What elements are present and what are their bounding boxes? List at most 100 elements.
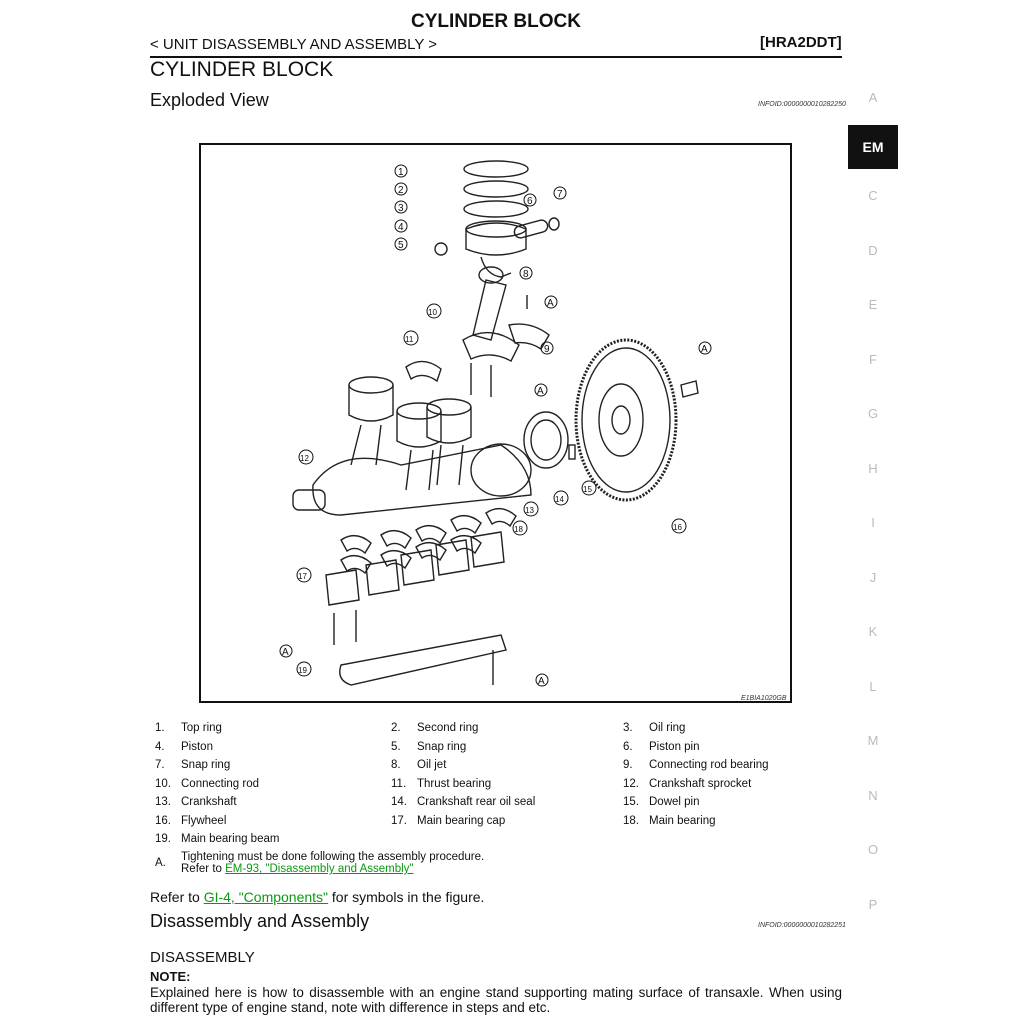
nav-letter-m[interactable]: M bbox=[867, 733, 879, 749]
nav-letter-c[interactable]: C bbox=[868, 188, 878, 204]
legend-item: 16.Flywheel bbox=[155, 814, 227, 827]
nav-letter-d[interactable]: D bbox=[868, 242, 878, 258]
snap-ring-7-drawing bbox=[548, 217, 560, 231]
callout-12: 12 bbox=[298, 449, 314, 465]
callout-2: 2 bbox=[394, 182, 408, 196]
piston-drawing bbox=[465, 222, 527, 256]
svg-text:14: 14 bbox=[555, 495, 564, 504]
breadcrumb: < UNIT DISASSEMBLY AND ASSEMBLY > bbox=[150, 36, 438, 53]
rear-oil-seal-drawing bbox=[523, 411, 569, 469]
nav-letter-h[interactable]: H bbox=[868, 460, 878, 476]
svg-text:12: 12 bbox=[300, 454, 309, 463]
infoid-disassembly-assembly: INFOID:0000000010282251 bbox=[758, 922, 846, 929]
section-title: CYLINDER BLOCK bbox=[150, 58, 334, 81]
svg-text:9: 9 bbox=[544, 344, 550, 355]
svg-text:3: 3 bbox=[398, 203, 404, 214]
link-em-93[interactable]: EM-93, "Disassembly and Assembly" bbox=[225, 863, 414, 875]
nav-letter-f[interactable]: F bbox=[869, 351, 877, 367]
exploded-view-title: Exploded View bbox=[150, 90, 269, 110]
legend-item: 10.Connecting rod bbox=[155, 777, 259, 790]
nav-letter-n[interactable]: N bbox=[868, 787, 878, 803]
flywheel-drawing bbox=[574, 338, 699, 502]
header-rule bbox=[150, 56, 842, 58]
svg-text:17: 17 bbox=[298, 572, 307, 581]
legend-item: 3.Oil ring bbox=[623, 722, 686, 734]
svg-text:11: 11 bbox=[405, 335, 414, 344]
legend-item: 6.Piston pin bbox=[623, 740, 700, 753]
svg-text:15: 15 bbox=[583, 485, 592, 494]
nav-letter-g[interactable]: G bbox=[867, 406, 879, 422]
legend-item: 17.Main bearing cap bbox=[391, 814, 506, 827]
engine-code: [HRA2DDT] bbox=[760, 34, 842, 51]
callout-13: 13 bbox=[523, 501, 539, 517]
note-label: NOTE: bbox=[150, 969, 191, 984]
svg-text:A: A bbox=[537, 386, 544, 397]
crankshaft-assembly-drawing bbox=[292, 376, 532, 516]
callout-7: 7 bbox=[553, 186, 567, 200]
svg-text:A: A bbox=[701, 344, 708, 355]
svg-text:19: 19 bbox=[298, 666, 307, 675]
section-index-nav: A EM C D E F G H I J K L M N O P bbox=[848, 70, 898, 932]
nav-letter-em-active[interactable]: EM bbox=[848, 124, 898, 169]
legend-item: 2.Second ring bbox=[391, 722, 479, 734]
top-ring-drawing bbox=[463, 160, 529, 178]
callout-6: 6 bbox=[523, 193, 537, 207]
svg-text:4: 4 bbox=[398, 222, 404, 233]
thrust-bearing-drawing bbox=[405, 360, 442, 383]
link-gi-4[interactable]: GI-4, "Components" bbox=[203, 889, 329, 905]
callout-9: 9 bbox=[540, 341, 554, 355]
note-a-mark: A. bbox=[155, 857, 166, 869]
nav-letter-o[interactable]: O bbox=[867, 842, 879, 858]
callout-14: 14 bbox=[553, 490, 569, 506]
nav-letter-j[interactable]: J bbox=[869, 569, 877, 585]
callout-5: 5 bbox=[394, 237, 408, 251]
nav-letter-k[interactable]: K bbox=[868, 624, 878, 640]
callout-10: 10 bbox=[426, 303, 442, 319]
exploded-view-figure: 1 2 3 4 5 6 7 8 9 10 11 12 13 14 15 16 1… bbox=[199, 143, 792, 703]
svg-text:1: 1 bbox=[398, 167, 404, 178]
legend-item: 18.Main bearing bbox=[623, 814, 716, 827]
callout-16: 16 bbox=[671, 518, 687, 534]
disassembly-heading: DISASSEMBLY bbox=[150, 949, 255, 966]
legend-item: 8.Oil jet bbox=[391, 759, 447, 771]
callout-15: 15 bbox=[581, 480, 597, 496]
svg-text:6: 6 bbox=[527, 196, 533, 207]
figure-code: E1BIA1020GB bbox=[741, 695, 787, 702]
oil-ring-drawing bbox=[463, 200, 529, 218]
disassembly-assembly-title: Disassembly and Assembly bbox=[150, 911, 370, 931]
main-bearings-drawing bbox=[340, 508, 517, 575]
callout-3: 3 bbox=[394, 200, 408, 214]
nav-letter-a[interactable]: A bbox=[868, 89, 878, 105]
note-a-text: Tightening must be done following the as… bbox=[181, 851, 485, 863]
svg-text:A: A bbox=[547, 298, 554, 309]
dowel-pin-drawing bbox=[568, 444, 576, 460]
note-a-refer: Refer to EM-93, "Disassembly and Assembl… bbox=[181, 863, 414, 875]
nav-letter-i[interactable]: I bbox=[871, 515, 875, 531]
legend-item: 14.Crankshaft rear oil seal bbox=[391, 796, 536, 808]
connecting-rod-drawing bbox=[472, 279, 507, 341]
callout-1: 1 bbox=[394, 164, 408, 178]
legend-item: 7.Snap ring bbox=[155, 759, 231, 771]
svg-text:7: 7 bbox=[557, 189, 563, 200]
oil-jet-drawing bbox=[480, 256, 512, 278]
svg-text:8: 8 bbox=[523, 269, 529, 280]
nav-letter-p[interactable]: P bbox=[868, 896, 878, 912]
note-text: Explained here is how to disassemble wit… bbox=[150, 985, 842, 1015]
svg-text:2: 2 bbox=[398, 185, 404, 196]
legend-item: 15.Dowel pin bbox=[623, 796, 700, 808]
infoid-exploded-view: INFOID:0000000010282250 bbox=[758, 101, 846, 108]
callout-4: 4 bbox=[394, 219, 408, 233]
svg-text:13: 13 bbox=[525, 506, 534, 515]
snap-ring-5-drawing bbox=[434, 242, 448, 256]
legend-item: 12.Crankshaft sprocket bbox=[623, 777, 752, 790]
torque-callout-a-3: A bbox=[698, 341, 712, 355]
callout-8: 8 bbox=[519, 266, 533, 280]
nav-letter-l[interactable]: L bbox=[869, 678, 877, 694]
svg-text:A: A bbox=[282, 647, 289, 658]
svg-text:16: 16 bbox=[673, 523, 682, 532]
exploded-view-illustration: 1 2 3 4 5 6 7 8 9 10 11 12 13 14 15 16 1… bbox=[279, 160, 712, 687]
callout-17: 17 bbox=[296, 567, 312, 583]
nav-letter-e[interactable]: E bbox=[868, 297, 878, 313]
svg-text:18: 18 bbox=[514, 525, 523, 534]
symbols-reference: Refer to GI-4, "Components" for symbols … bbox=[150, 889, 485, 905]
